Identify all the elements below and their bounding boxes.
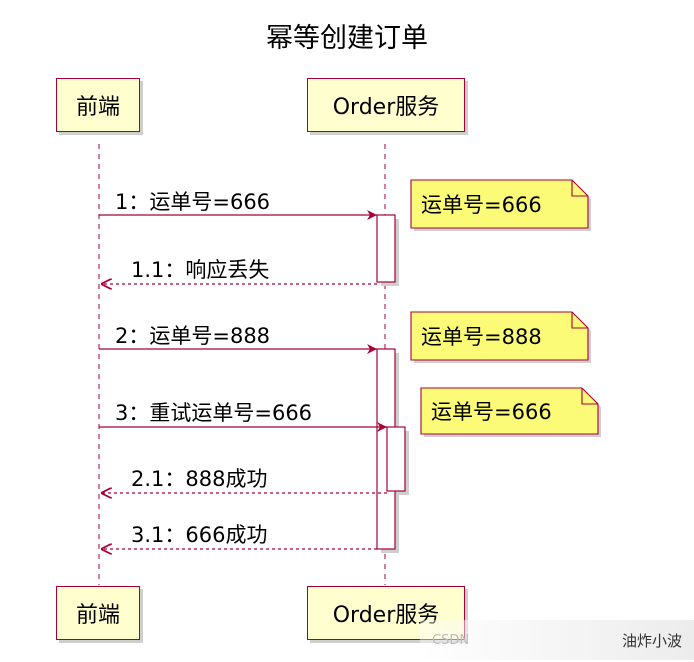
note-shape-3 (420, 387, 601, 437)
message-label-1: 1：运单号=666 (115, 190, 271, 214)
note-shape-2 (410, 311, 591, 363)
participant-order-service-top: Order服务 (307, 78, 465, 132)
message-label-2: 2：运单号=888 (115, 324, 271, 348)
message-label-2-1: 2.1：888成功 (131, 467, 268, 491)
watermark-author: 油炸小波 (621, 631, 682, 650)
message-label-3: 3：重试运单号=666 (115, 401, 313, 425)
diagram-title: 幂等创建订单 (266, 23, 428, 54)
participant-order-service-bottom: Order服务 (307, 586, 465, 640)
note-text-2: 运单号=888 (421, 324, 542, 349)
watermark: CSDN 油炸小波 (420, 620, 694, 660)
participant-frontend-bottom: 前端 (56, 586, 140, 640)
activation-bar-1 (376, 214, 396, 283)
watermark-site: CSDN (432, 632, 470, 648)
message-label-3-1: 3.1：666成功 (131, 523, 268, 547)
note-shape-1 (410, 179, 591, 231)
note-text-3: 运单号=666 (431, 399, 552, 424)
participant-frontend-top: 前端 (56, 78, 140, 132)
activation-bar-3 (386, 426, 406, 492)
note-text-1: 运单号=666 (421, 192, 542, 217)
message-label-1-1: 1.1：响应丢失 (131, 258, 270, 282)
